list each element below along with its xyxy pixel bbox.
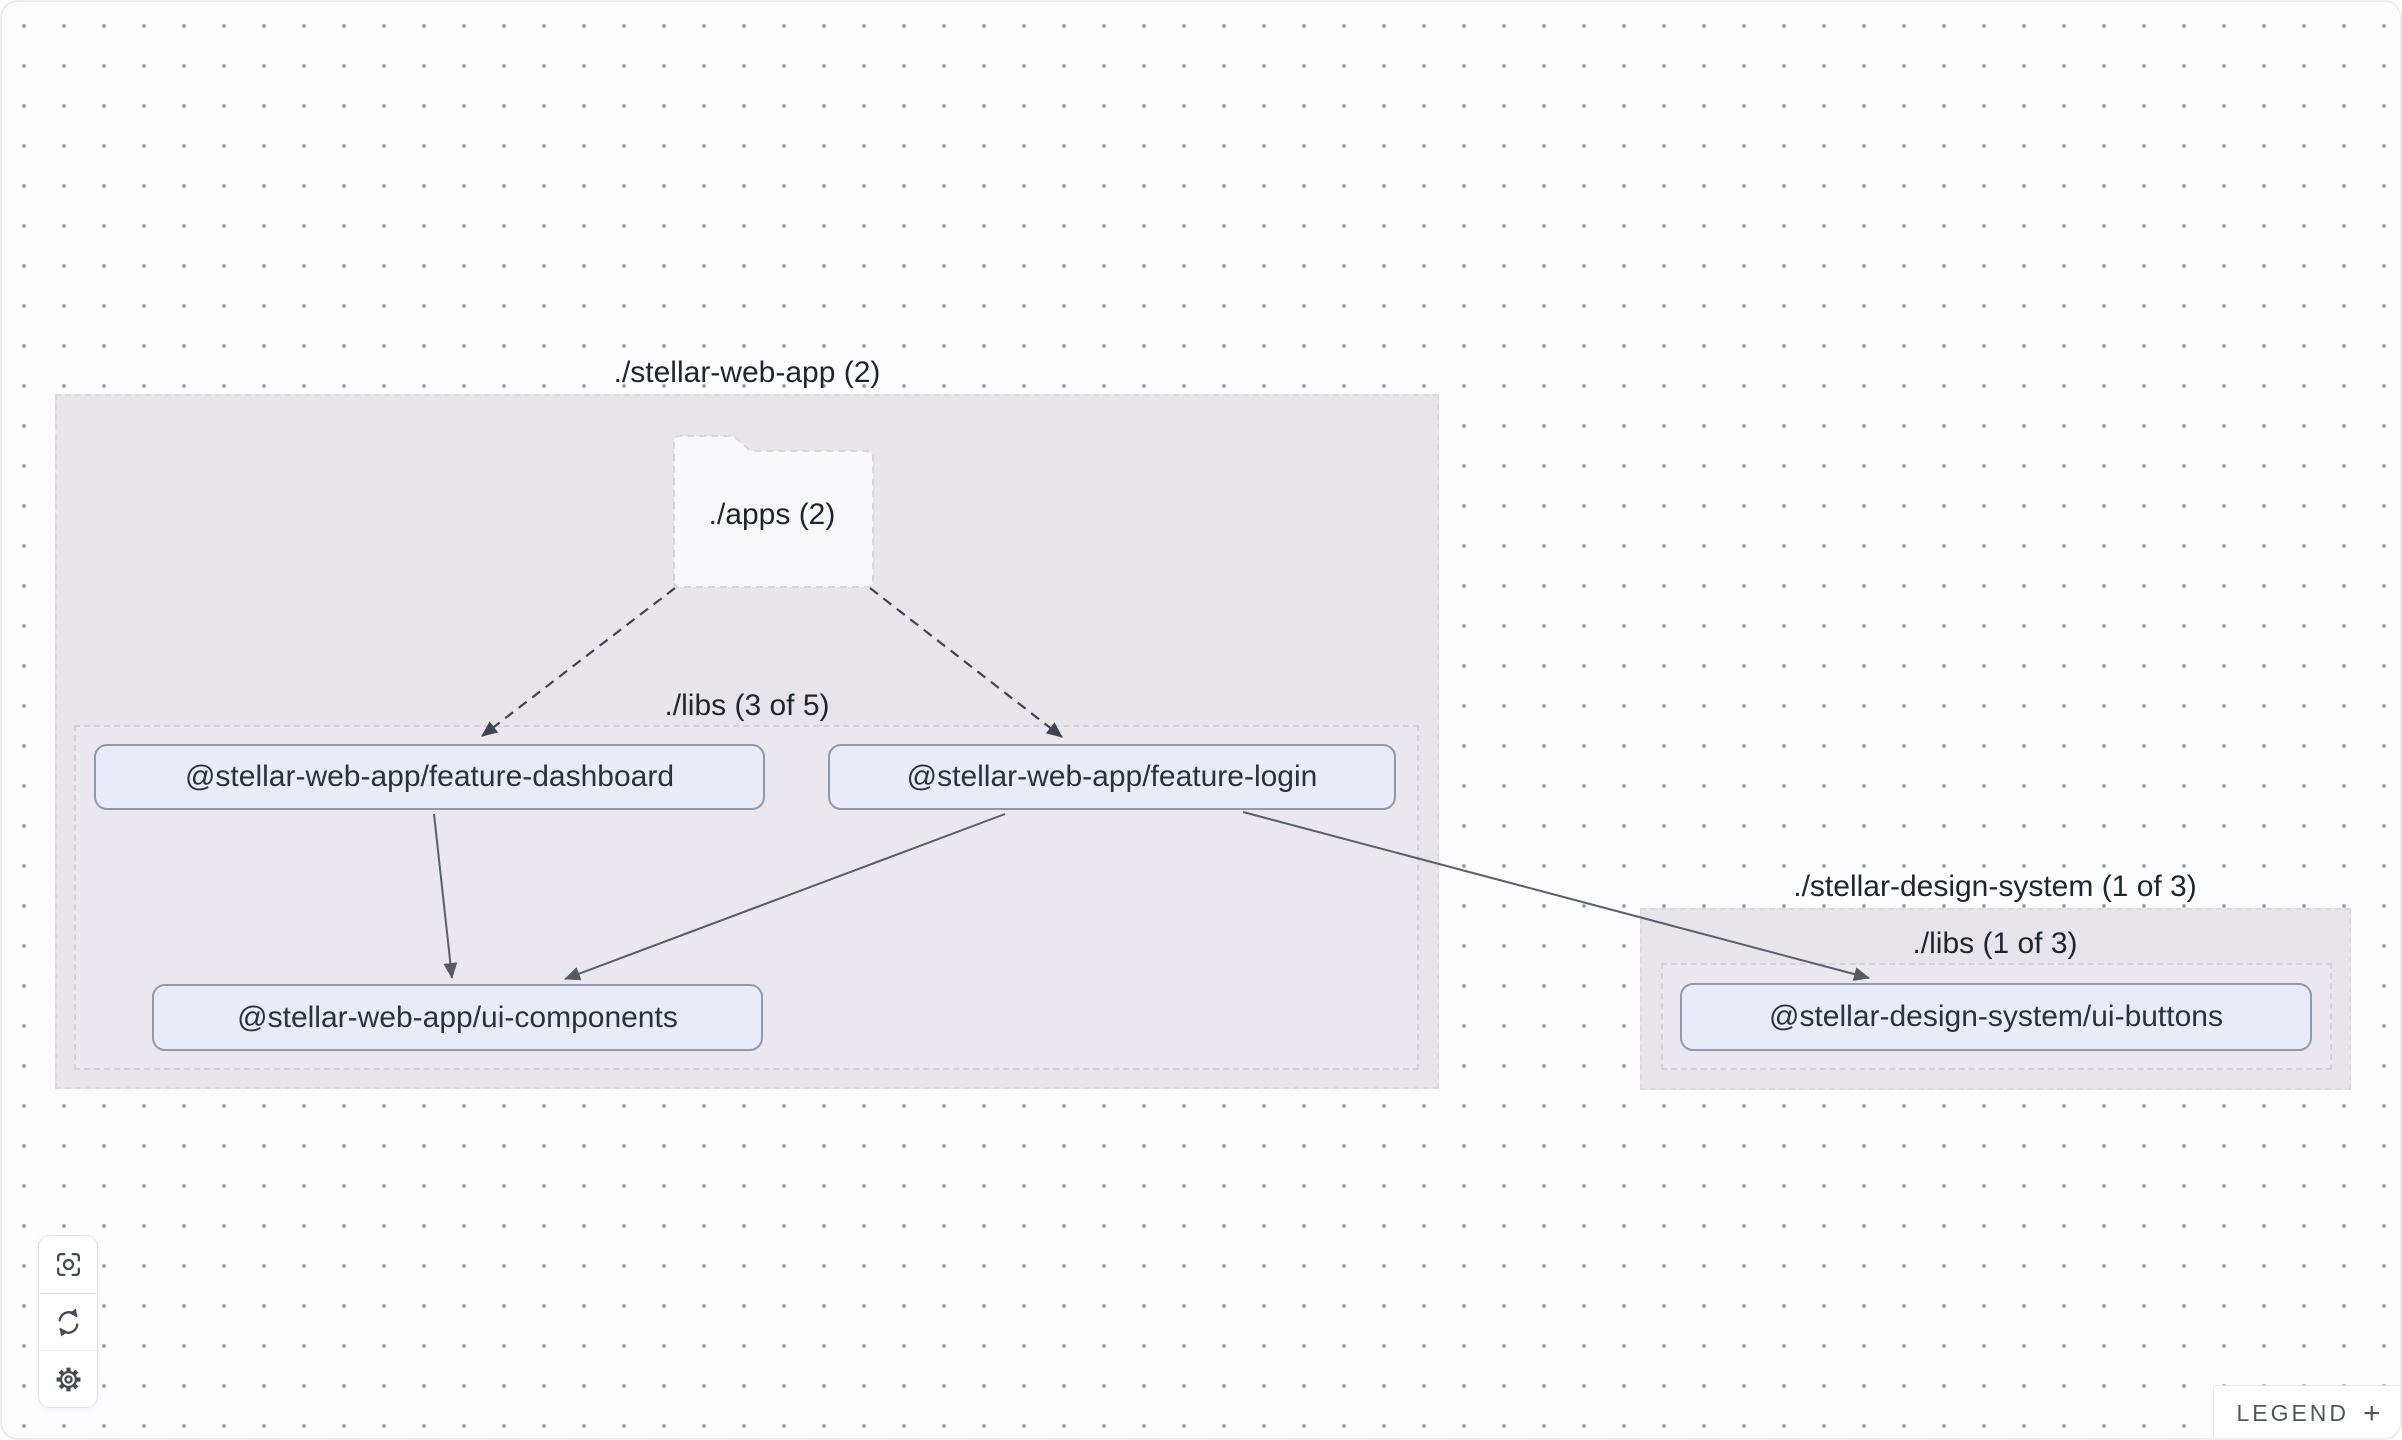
node-feature-dashboard[interactable]: @stellar-web-app/feature-dashboard [94,744,765,810]
group-label-stellar-design-system: ./stellar-design-system (1 of 3) [1793,870,2197,903]
refresh-button[interactable] [39,1293,97,1350]
node-ui-buttons[interactable]: @stellar-design-system/ui-buttons [1680,983,2312,1051]
plus-icon: + [2363,1396,2381,1430]
gear-icon [56,1367,80,1391]
group-label-web-app-libs: ./libs (3 of 5) [664,689,830,722]
settings-button[interactable] [39,1350,97,1407]
folder-shape-apps[interactable] [673,435,874,588]
legend-label: LEGEND [2236,1400,2350,1426]
legend-button[interactable]: LEGEND + [2213,1385,2400,1438]
graph-toolbar [38,1235,98,1408]
group-label-design-system-libs: ./libs (1 of 3) [1912,927,2078,960]
refresh-icon [58,1307,78,1337]
node-ui-components[interactable]: @stellar-web-app/ui-components [152,984,763,1051]
folder-node-apps[interactable]: ./apps (2) [708,498,836,531]
focus-button[interactable] [39,1236,97,1293]
node-feature-login[interactable]: @stellar-web-app/feature-login [828,744,1396,810]
group-label-stellar-web-app: ./stellar-web-app (2) [613,356,881,389]
focus-icon [56,1253,80,1276]
